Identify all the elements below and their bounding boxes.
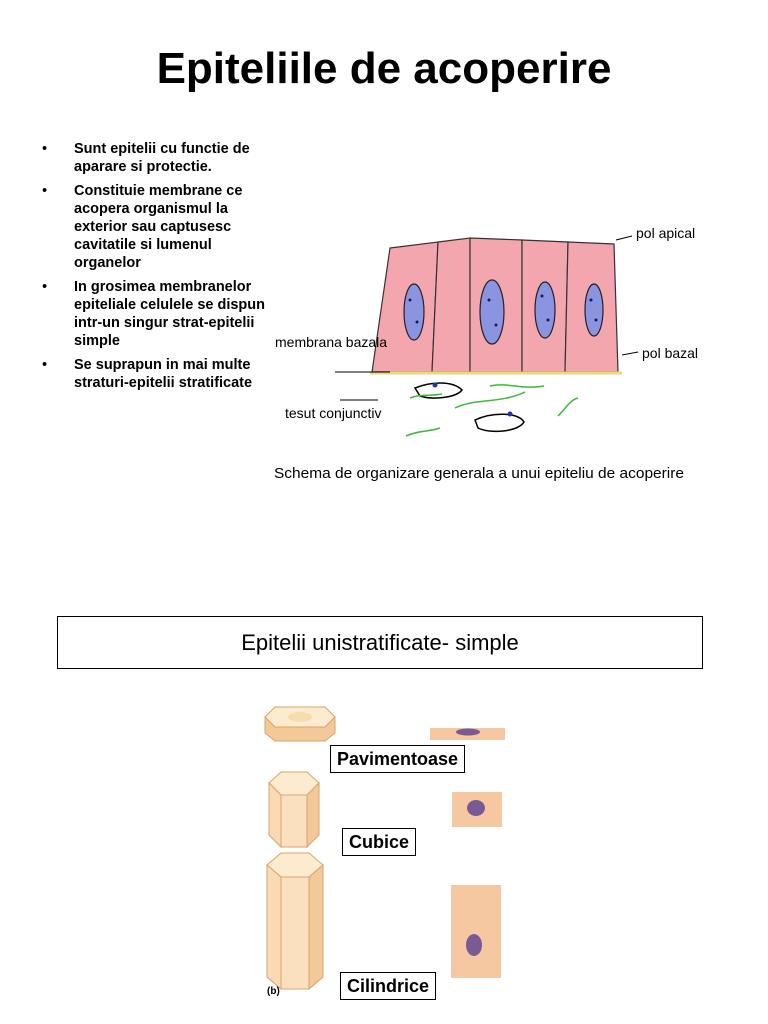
cuboidal-section bbox=[452, 792, 502, 827]
bullet-item: • Constituie membrane ce acopera organism… bbox=[38, 182, 270, 272]
columnar-section bbox=[451, 885, 501, 978]
columnar-shape bbox=[266, 852, 324, 991]
label-cubice: Cubice bbox=[342, 828, 417, 856]
section-heading-box: Epitelii unistratificate- simple bbox=[57, 616, 703, 669]
label-tesut-conjunctiv: tesut conjunctiv bbox=[285, 405, 382, 421]
bullet-text: In grosimea membranelor epiteliale celul… bbox=[74, 279, 265, 349]
nucleus bbox=[584, 283, 604, 337]
cell-types-figure: (b) bbox=[264, 706, 505, 997]
bullet-item: • Sunt epitelii cu functie de aparare si … bbox=[38, 140, 270, 176]
nucleus bbox=[403, 283, 425, 341]
bullet-item: • Se suprapun in mai multe straturi-epite… bbox=[38, 356, 270, 392]
bullet-marker: • bbox=[42, 183, 48, 199]
section-heading: Epitelii unistratificate- simple bbox=[241, 629, 519, 655]
squamous-section bbox=[430, 728, 505, 740]
bullet-list: • Sunt epitelii cu functie de aparare si … bbox=[38, 140, 270, 398]
figure-tag: (b) bbox=[267, 986, 280, 997]
cell-nuclei bbox=[403, 279, 604, 345]
label-pavimentoase: Pavimentoase bbox=[330, 745, 466, 773]
cuboidal-shape bbox=[268, 771, 320, 849]
page-title: Epiteliile de acoperire bbox=[156, 44, 612, 93]
bullet-item: • In grosimea membranelor epiteliale celu… bbox=[38, 278, 270, 350]
bullet-marker: • bbox=[42, 279, 48, 295]
connective-tissue bbox=[405, 382, 579, 437]
bullet-text: Sunt epitelii cu functie de aparare si p… bbox=[74, 141, 250, 175]
label-pol-bazal: pol bazal bbox=[642, 345, 698, 361]
diagram-caption: Schema de organizare generala a unui epi… bbox=[274, 466, 684, 482]
bullet-marker: • bbox=[42, 357, 48, 373]
label-pol-apical: pol apical bbox=[636, 225, 695, 241]
epithelium-diagram: pol apical membrana bazala pol bazal tes… bbox=[274, 225, 698, 482]
label-cilindrice: Cilindrice bbox=[340, 972, 437, 1000]
nucleus bbox=[534, 281, 556, 339]
bullet-marker: • bbox=[42, 141, 48, 157]
nucleus-dots bbox=[408, 294, 598, 327]
epithelial-cell bbox=[431, 237, 471, 373]
bullet-text: Constituie membrane ce acopera organismu… bbox=[74, 183, 243, 271]
label-membrana-bazala: membrana bazala bbox=[275, 334, 387, 350]
squamous-shape bbox=[264, 706, 336, 742]
nucleus bbox=[479, 279, 505, 345]
bullet-text: Se suprapun in mai multe straturi-epitel… bbox=[74, 357, 253, 391]
